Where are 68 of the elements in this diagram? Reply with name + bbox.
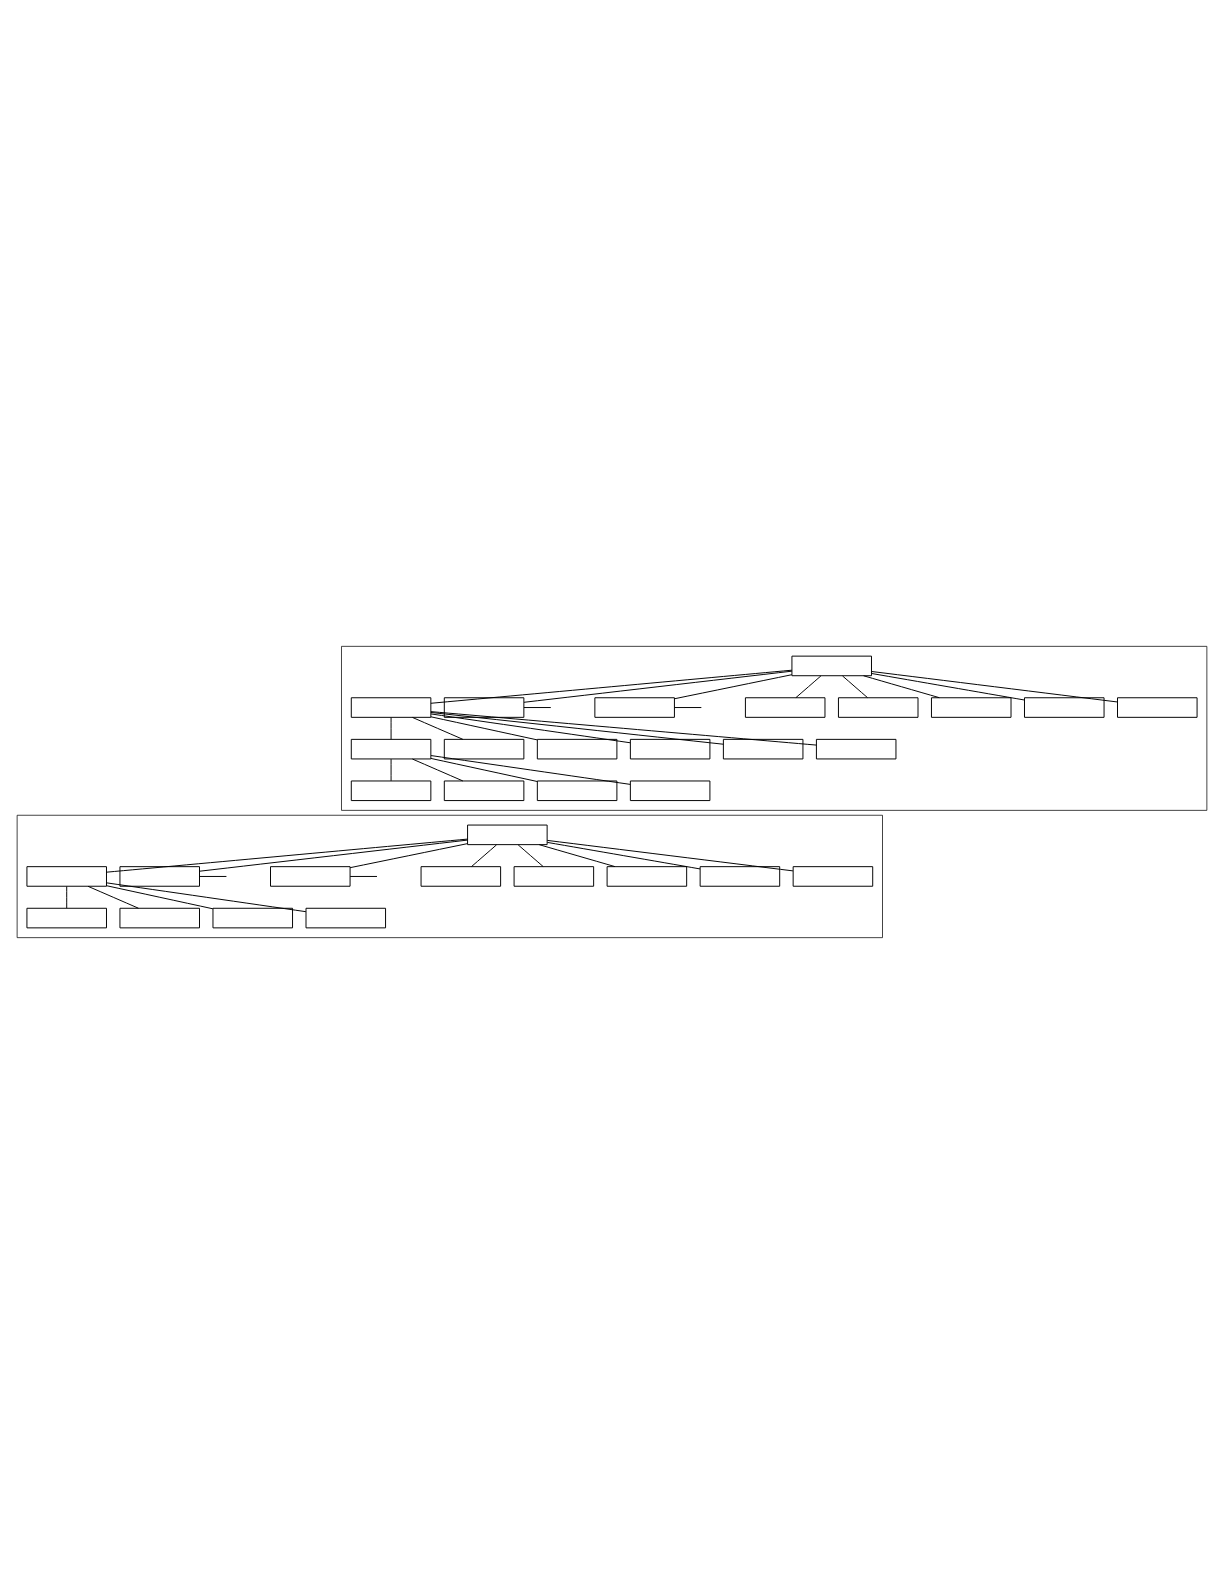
node-box	[536, 738, 618, 760]
node-box	[594, 697, 675, 718]
node-box	[513, 866, 595, 887]
node-box	[930, 697, 1012, 718]
connector	[871, 673, 1025, 701]
connector	[517, 844, 544, 867]
node-box	[722, 738, 804, 760]
cluster	[341, 645, 1208, 811]
node-box	[443, 738, 525, 760]
node-box	[792, 866, 874, 887]
node-box	[26, 866, 107, 887]
connector	[430, 713, 631, 744]
node-box	[467, 824, 548, 846]
connector	[842, 675, 868, 699]
node-box	[26, 907, 107, 929]
node-box	[744, 697, 826, 718]
connector	[349, 875, 378, 877]
node-box	[270, 866, 351, 887]
node-box	[791, 655, 872, 677]
node-box	[1117, 697, 1198, 718]
node-box	[815, 738, 897, 760]
node-box	[629, 780, 711, 802]
connector	[199, 875, 227, 877]
connector	[66, 885, 68, 909]
node-box	[837, 697, 919, 718]
connector	[106, 838, 468, 873]
connector	[546, 839, 794, 872]
node-box	[212, 907, 294, 929]
connector	[430, 755, 631, 785]
connector	[411, 716, 464, 740]
connector	[795, 675, 822, 699]
connector	[863, 675, 940, 699]
connector	[523, 707, 552, 709]
node-box	[443, 780, 525, 802]
node-box	[305, 907, 387, 929]
connector	[411, 758, 464, 782]
connector	[390, 717, 392, 740]
node-box	[629, 738, 711, 760]
node-box	[699, 866, 781, 887]
connector	[674, 707, 702, 709]
connector	[390, 758, 392, 782]
connector	[430, 716, 538, 741]
connector	[538, 844, 616, 868]
connector	[871, 671, 1118, 703]
connector	[199, 839, 468, 872]
node-box	[350, 697, 432, 718]
node-box	[350, 738, 432, 760]
node-box	[606, 866, 688, 887]
connector	[430, 712, 724, 745]
connector	[106, 882, 307, 913]
connector	[349, 843, 468, 869]
node-box	[536, 780, 618, 802]
node-box	[119, 866, 200, 887]
connector	[87, 885, 139, 909]
node-box	[443, 697, 525, 718]
connector	[546, 841, 701, 870]
node-box	[119, 907, 200, 929]
node-box	[1024, 697, 1105, 718]
cluster	[16, 814, 883, 939]
connector	[430, 669, 793, 704]
node-box	[420, 866, 502, 887]
connector	[430, 711, 817, 746]
connector	[106, 885, 214, 910]
connector	[430, 757, 538, 782]
node-box	[350, 780, 432, 802]
connector	[471, 844, 498, 867]
connector	[523, 670, 793, 703]
connector	[673, 674, 793, 700]
